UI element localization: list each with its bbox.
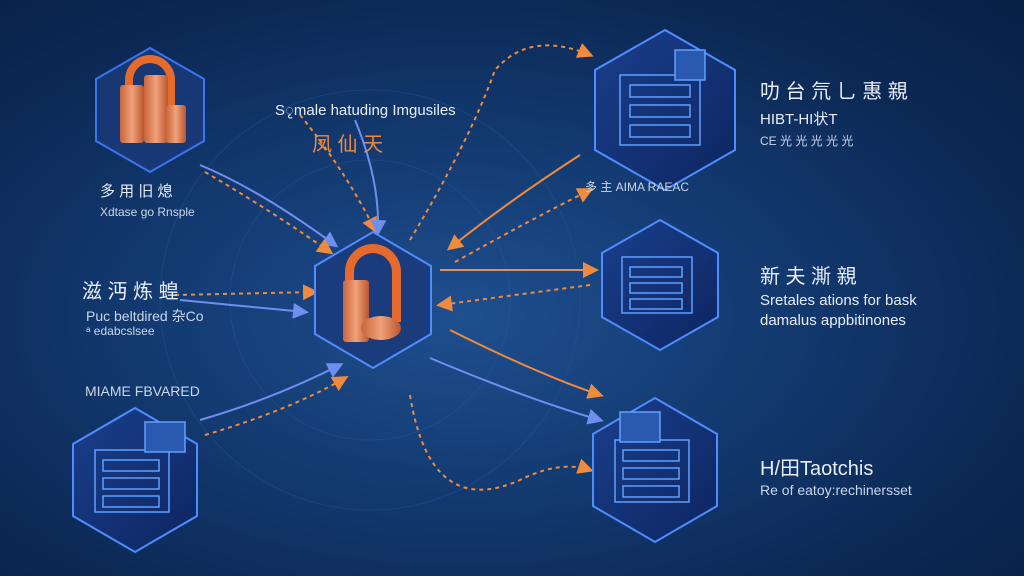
arrow-bottomleft-to-center [199, 363, 344, 421]
arrow-title-to-center [299, 114, 377, 234]
arrow-center-to-bottomright [449, 329, 604, 399]
mid-right-server-node [601, 218, 719, 352]
top-right-title: 叻 台 氘 乚 惠 親 [760, 81, 908, 103]
top-right-line1: HIBT-HI状T [760, 111, 838, 128]
arrow-topleft-to-center [199, 164, 339, 248]
arrow-bottomleft-to-center-2 [204, 375, 349, 436]
arrow-title-to-center-2 [354, 119, 387, 236]
coin-stack-icon [120, 75, 186, 143]
mid-right-line2: damalus appbitinones [760, 312, 906, 329]
top-left-coin-node [95, 46, 205, 174]
bottom-right-line1: Re of eatoy:rechinersset [760, 482, 912, 498]
mid-right-title: 新 夫 澌 親 [760, 266, 857, 288]
arrow-midright-to-center [436, 284, 591, 312]
center-coin-node [314, 230, 432, 370]
server-cube-icon [621, 256, 693, 314]
arrow-midleft-to-center-2 [179, 299, 309, 319]
bottom-right-title: H/田Taotchis [760, 458, 874, 480]
top-left-sublabel: Xdtase go Rnsple [100, 205, 195, 219]
arrow-center-to-bottomright-2 [429, 357, 604, 425]
bottom-left-label: MIAME FBVARED [85, 383, 200, 399]
background-rings [159, 89, 581, 511]
server-cube-icon [619, 49, 706, 146]
mid-left-line2: ᵃ edabcslsee [86, 324, 155, 338]
top-right-caption: 多 主 AIMA RAEAC [585, 180, 690, 194]
arrow-center-to-topright [454, 188, 594, 263]
server-cube-icon [94, 421, 186, 513]
center-subtitle: 凤 仙 天 [312, 134, 384, 156]
center-title: Sृmale hatuding Imgusiles [275, 102, 456, 119]
top-left-label: 多 用 旧 熄 [100, 183, 173, 200]
bottom-right-server-node [592, 396, 718, 544]
connector-arrows [174, 43, 604, 491]
arrow-topleft-to-center-2 [204, 171, 334, 255]
bottom-left-server-node [72, 406, 198, 554]
mid-right-line1: Sretales ations for bask [760, 292, 917, 309]
arrow-bottom-loop [409, 394, 594, 491]
arrow-midleft-to-center [174, 284, 319, 301]
arrow-topright-to-center [446, 154, 581, 251]
server-cube-icon [614, 411, 690, 503]
top-right-server-node [594, 28, 736, 192]
mid-left-line1: Puc beltdired 杂Co [86, 308, 204, 324]
coin-stack-icon [343, 280, 401, 342]
mid-left-label: 滋 沔 炼 蝗 [82, 281, 179, 303]
top-right-line2: CE 光 光 光 光 光 [760, 134, 854, 148]
arrow-topright-loop [409, 43, 594, 241]
